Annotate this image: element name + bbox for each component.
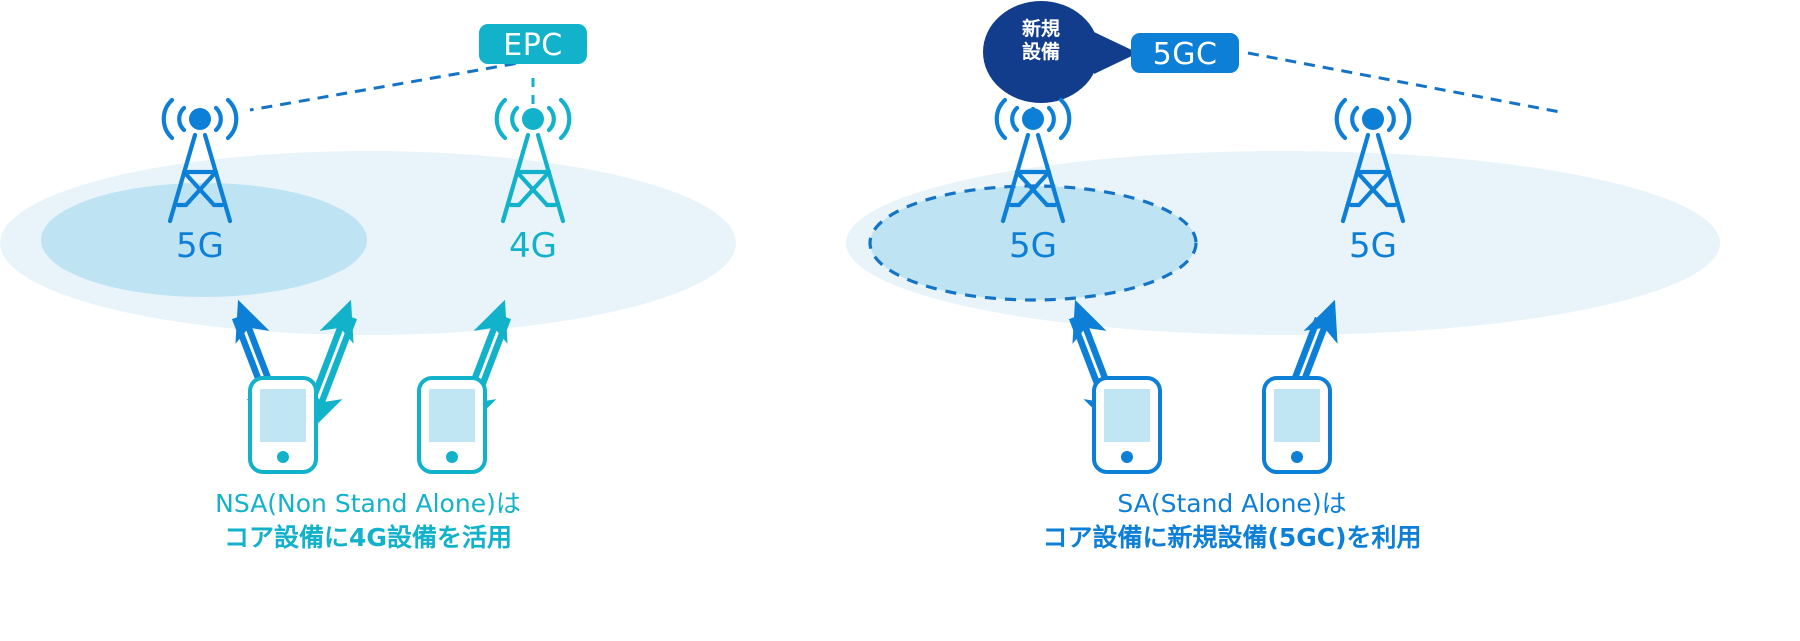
callout-line1: 新規 xyxy=(1021,18,1060,40)
link-epc-to-5g-tower xyxy=(249,55,554,112)
caption-nsa-line2: コア設備に4G設備を活用 xyxy=(224,523,512,552)
coverage-ellipse-inner-right xyxy=(868,184,1198,302)
tower-label-5g-center: 5G xyxy=(1009,226,1057,266)
tower-label-4g-left: 4G xyxy=(509,226,557,266)
core-box-5gc-label: 5GC xyxy=(1152,37,1218,72)
cell-tower-icon-5g-right xyxy=(1334,97,1412,224)
core-box-5gc[interactable] xyxy=(1131,33,1239,73)
caption-sa-line2: コア設備に新規設備(5GC)を利用 xyxy=(1042,523,1422,552)
smartphone-icon-nsa-1[interactable] xyxy=(248,376,318,474)
right-panel-group xyxy=(846,1,1720,474)
antenna-dot-4g-left xyxy=(522,108,544,130)
cell-tower-icon-4g-left xyxy=(494,97,572,224)
smartphone-icon-nsa-2[interactable] xyxy=(417,376,487,474)
core-box-epc-label: EPC xyxy=(503,28,563,63)
callout-tail xyxy=(1094,32,1138,74)
caption-nsa: NSA(Non Stand Alone)は コア設備に4G設備を活用 xyxy=(118,487,618,555)
coverage-ellipse-inner-left xyxy=(41,183,367,297)
caption-nsa-line1: NSA(Non Stand Alone)は xyxy=(215,489,521,518)
left-panel-group xyxy=(0,24,736,474)
smartphone-icon-sa-2[interactable] xyxy=(1262,376,1332,474)
antenna-dot-5g-center xyxy=(1022,108,1044,130)
callout-line2: 設備 xyxy=(1021,41,1060,63)
caption-sa-line1: SA(Stand Alone)は xyxy=(1117,489,1347,518)
cell-tower-icon-5g-center xyxy=(994,97,1072,224)
link-5gc-to-right-tower xyxy=(1247,51,1561,114)
cell-tower-icon-5g-left xyxy=(161,97,239,224)
antenna-dot-5g-left xyxy=(189,108,211,130)
callout-bubble-new-equipment xyxy=(983,1,1099,103)
core-box-epc[interactable] xyxy=(479,24,587,64)
tower-label-5g-right: 5G xyxy=(1349,226,1397,266)
callout-text-group: 新規 設備 xyxy=(983,18,1099,64)
smartphone-icon-sa-1[interactable] xyxy=(1092,376,1162,474)
antenna-dot-5g-right xyxy=(1362,108,1384,130)
tower-label-5g-left: 5G xyxy=(176,226,224,266)
caption-sa: SA(Stand Alone)は コア設備に新規設備(5GC)を利用 xyxy=(962,487,1502,555)
